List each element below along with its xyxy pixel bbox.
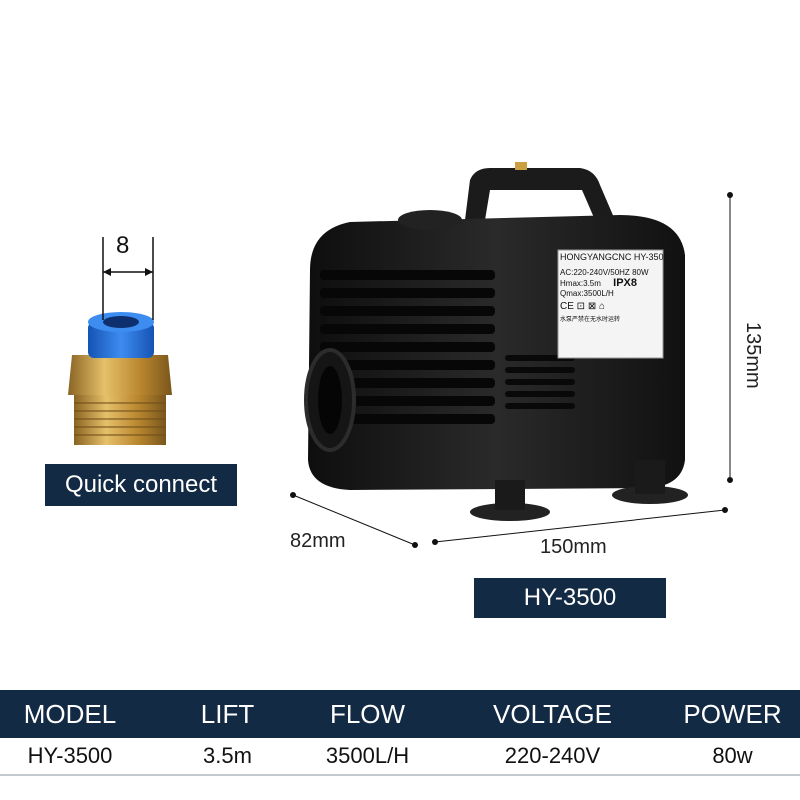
model-tag: HY-3500 <box>474 578 666 618</box>
spec-table-header: MODEL LIFT FLOW VOLTAGE POWER <box>0 690 800 738</box>
table-bottom-divider <box>0 774 800 776</box>
width-dimension-label: 150mm <box>540 536 607 558</box>
pump-spec-sticker: HONGYANGCNC HY-3500 AC:220-240V/50HZ 80W… <box>560 252 669 323</box>
header-power: POWER <box>683 699 782 729</box>
value-voltage: 220-240V <box>504 743 601 768</box>
value-lift: 3.5m <box>203 743 252 768</box>
header-model: MODEL <box>23 699 117 729</box>
sticker-warning: 水泵严禁在无水时运转 <box>560 317 621 323</box>
sticker-hmax: Hmax:3.5m <box>560 279 601 288</box>
value-flow: 3500L/H <box>325 743 410 768</box>
sticker-qmax: Qmax:3500L/H <box>560 289 614 298</box>
sticker-model: HY-3500 <box>633 252 669 262</box>
header-lift: LIFT <box>200 699 255 729</box>
dimension-lines <box>290 192 733 548</box>
spec-table-row: HY-3500 3.5m 3500L/H 220-240V 80w <box>0 738 800 774</box>
sticker-ipx: IPX8 <box>613 277 637 289</box>
value-power: 80w <box>712 743 753 768</box>
fitting-diameter-label: 8 <box>116 232 130 259</box>
sticker-power: 80W <box>632 268 649 277</box>
sticker-ac: AC:220-240V/50HZ <box>560 268 630 277</box>
header-flow: FLOW <box>329 699 406 729</box>
quick-connect-label: Quick connect <box>45 464 237 506</box>
height-dimension-label: 135mm <box>742 322 764 389</box>
quick-connect-fitting-image <box>68 312 172 445</box>
value-model: HY-3500 <box>27 743 113 768</box>
water-pump-image <box>304 162 688 521</box>
header-voltage: VOLTAGE <box>493 699 612 729</box>
depth-dimension-label: 82mm <box>290 530 346 552</box>
fitting-dimension-bracket <box>102 237 154 320</box>
sticker-brand: HONGYANGCNC <box>560 252 632 262</box>
sticker-cert-icons: CE ⊡ ⊠ ⌂ <box>560 301 606 312</box>
